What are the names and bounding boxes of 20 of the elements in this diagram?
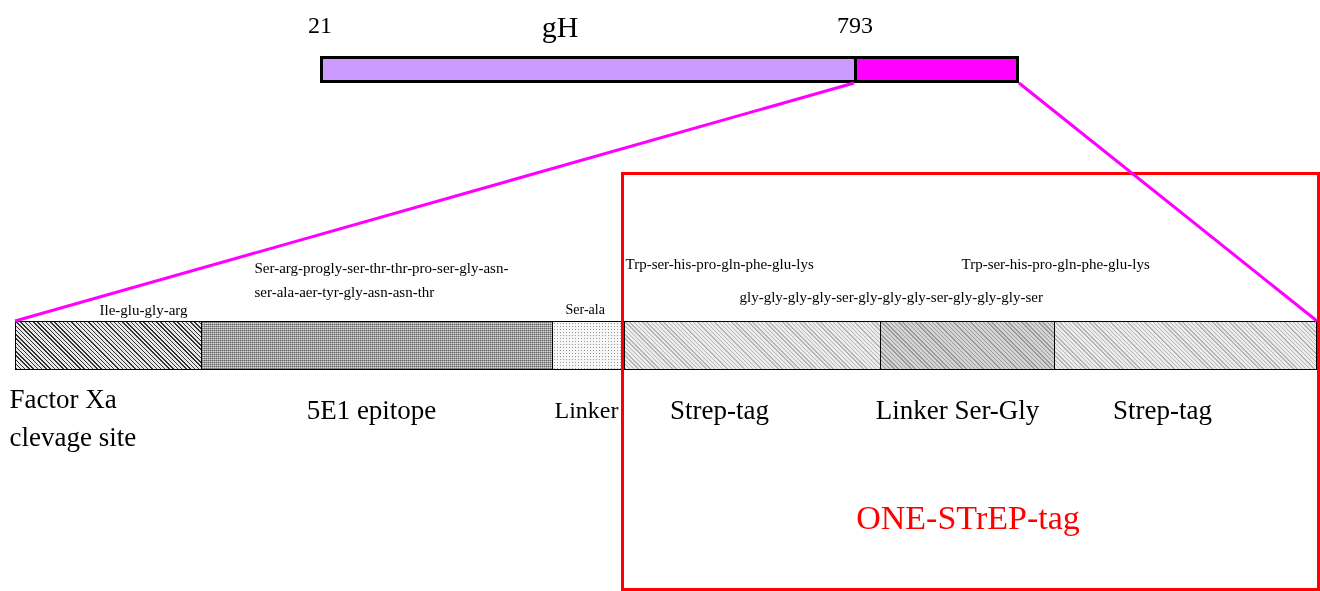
sequence-label: Ser-ala <box>565 301 605 318</box>
tag-region-frame <box>621 172 1320 591</box>
segment-name: Linker Ser-Gly <box>875 394 1040 426</box>
connector-line <box>1018 81 1318 323</box>
segment-name: 5E1 epitope <box>306 394 437 426</box>
sequence-label: Trp-ser-his-pro-gln-phe-glu-lys <box>961 255 1150 273</box>
segment-name: Linker <box>554 396 619 425</box>
segment-name: Factor Xa clevage site <box>9 382 138 454</box>
protein-name: gH <box>541 10 579 45</box>
segment-name: Strep-tag <box>670 394 769 426</box>
sequence-label: Ile-glu-gly-arg <box>99 301 188 319</box>
sequence-label: Ser-arg-progly-ser-thr-thr-pro-ser-gly-asn- ser-ala-aer-tyr-gly-asn-asn-thr <box>254 258 510 302</box>
position-number: 21 <box>308 12 332 40</box>
position-number: 793 <box>837 12 873 40</box>
sequence-label: Trp-ser-his-pro-gln-phe-glu-lys <box>625 255 814 273</box>
segment-name: Strep-tag <box>1113 394 1212 426</box>
tag-bar <box>854 56 1019 83</box>
connector-line <box>14 81 855 323</box>
region-label: ONE-STrEP-tag <box>856 498 1080 538</box>
sequence-label: gly-gly-gly-gly-ser-gly-gly-gly-ser-gly-gly-gly-ser <box>739 288 1043 306</box>
